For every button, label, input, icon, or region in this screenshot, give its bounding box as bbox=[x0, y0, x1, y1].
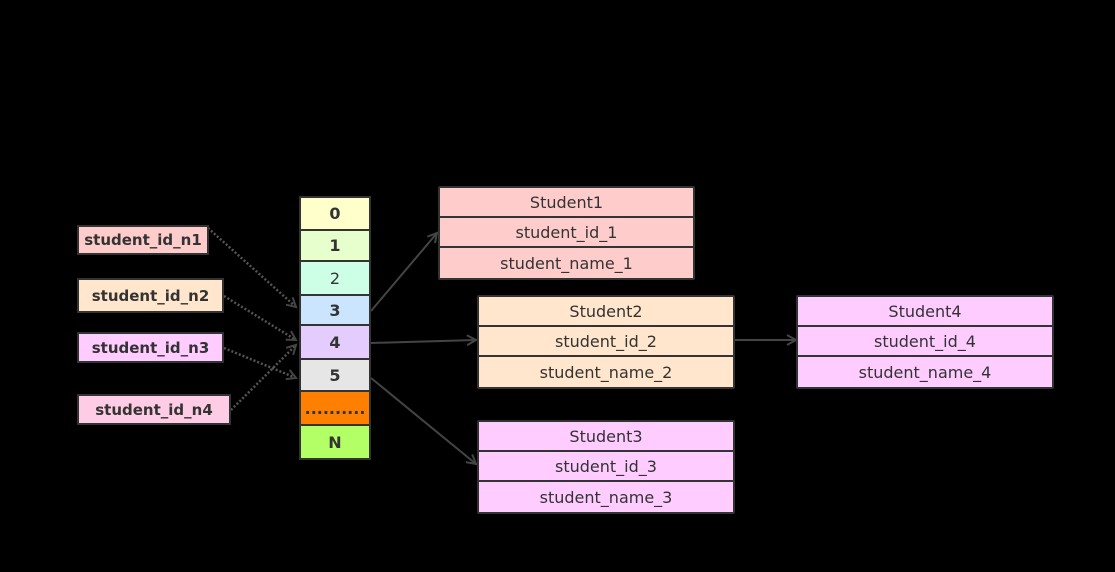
bucket-1: 1 bbox=[299, 229, 371, 262]
bucket-5: 5 bbox=[299, 358, 371, 392]
key-student-id-n3: student_id_n3 bbox=[77, 332, 224, 363]
record-name: student_name_1 bbox=[500, 253, 633, 273]
arrow-4-student2 bbox=[370, 340, 476, 343]
record-student4: Student4 student_id_4 student_name_4 bbox=[796, 295, 1054, 389]
record-title: Student2 bbox=[479, 297, 733, 327]
record-id: student_id_1 bbox=[440, 218, 693, 248]
key-student-id-n2: student_id_n2 bbox=[77, 278, 224, 313]
record-id: student_id_2 bbox=[479, 327, 733, 357]
bucket-3: 3 bbox=[299, 294, 371, 326]
record-title: Student3 bbox=[479, 422, 733, 452]
record-student3: Student3 student_id_3 student_name_3 bbox=[477, 420, 735, 514]
record-title: Student1 bbox=[440, 188, 693, 218]
arrow-5-student3 bbox=[370, 377, 476, 464]
record-student1: Student1 student_id_1 student_name_1 bbox=[438, 186, 695, 280]
record-name: student_name_3 bbox=[539, 487, 673, 507]
record-id: student_id_3 bbox=[479, 452, 733, 482]
bucket-ellipsis: .......... bbox=[299, 390, 371, 426]
dotted-arrow-n2 bbox=[223, 294, 296, 340]
record-title: Student4 bbox=[798, 297, 1052, 327]
arrow-3-student1 bbox=[370, 233, 437, 312]
bucket-0: 0 bbox=[299, 196, 371, 231]
bucket-4: 4 bbox=[299, 324, 371, 360]
record-id: student_id_4 bbox=[798, 327, 1052, 357]
dotted-arrow-n3 bbox=[223, 346, 296, 378]
record-student2: Student2 student_id_2 student_name_2 bbox=[477, 295, 735, 389]
dotted-arrow-n4 bbox=[230, 345, 296, 411]
record-name: student_name_2 bbox=[539, 362, 673, 382]
key-student-id-n1: student_id_n1 bbox=[77, 225, 209, 255]
record-name: student_name_4 bbox=[858, 362, 992, 382]
key-student-id-n4: student_id_n4 bbox=[77, 394, 231, 425]
bucket-2: 2 bbox=[299, 260, 371, 296]
bucket-n: N bbox=[299, 424, 371, 460]
